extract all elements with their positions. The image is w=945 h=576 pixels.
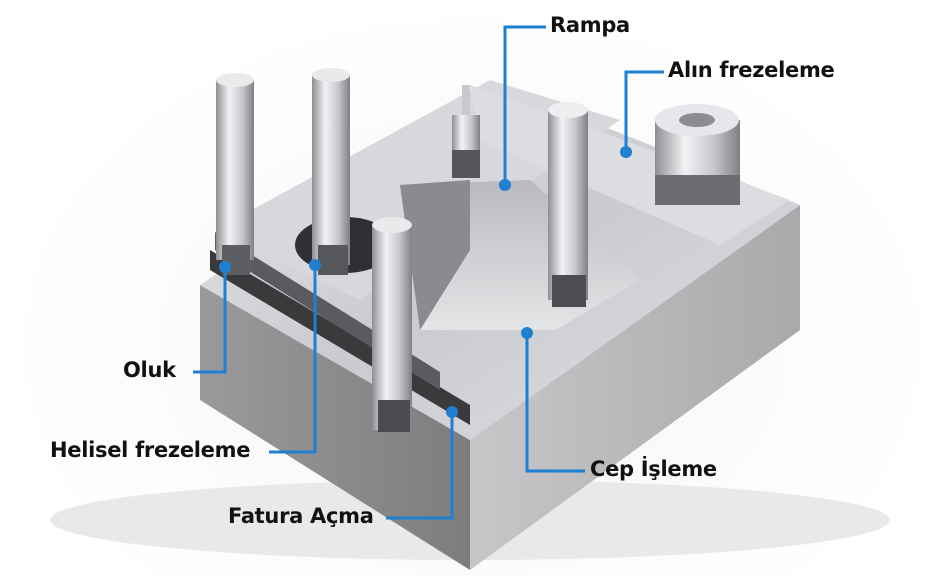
leader-dots [219,146,632,418]
block-front-right-face [470,205,800,570]
label-fatura-acma: Fatura Açma [228,504,374,528]
tool-left-1 [216,73,254,275]
label-rampa: Rampa [550,13,630,37]
label-oluk: Oluk [123,358,176,382]
dot-cep-isleme [521,327,533,339]
dot-fatura-acma [446,406,458,418]
face-mill-cutter [655,104,740,205]
label-helisel-frezeleme: Helisel frezeleme [50,438,251,462]
dot-alin-frezeleme [620,146,632,158]
leader-rampa [503,25,546,185]
leader-helisel-frezeleme [269,265,317,454]
tool-front [372,217,412,432]
leader-lines [193,25,664,520]
leader-fatura-acma [386,412,454,520]
leader-oluk [193,268,227,374]
tool-pocket [548,102,588,307]
dot-helisel-frezeleme [309,259,321,271]
leader-alin-frezeleme [624,70,664,152]
leader-cep-isleme [525,333,585,473]
dot-rampa [499,179,511,191]
pocket-wall [400,180,470,330]
dot-oluk [219,261,231,273]
tool-ramp [452,85,480,178]
label-alin-frezeleme: Alın frezeleme [668,58,835,82]
label-cep-isleme: Cep İşleme [590,457,717,481]
tool-left-2 [312,68,350,275]
block-front-left-face [200,285,470,570]
